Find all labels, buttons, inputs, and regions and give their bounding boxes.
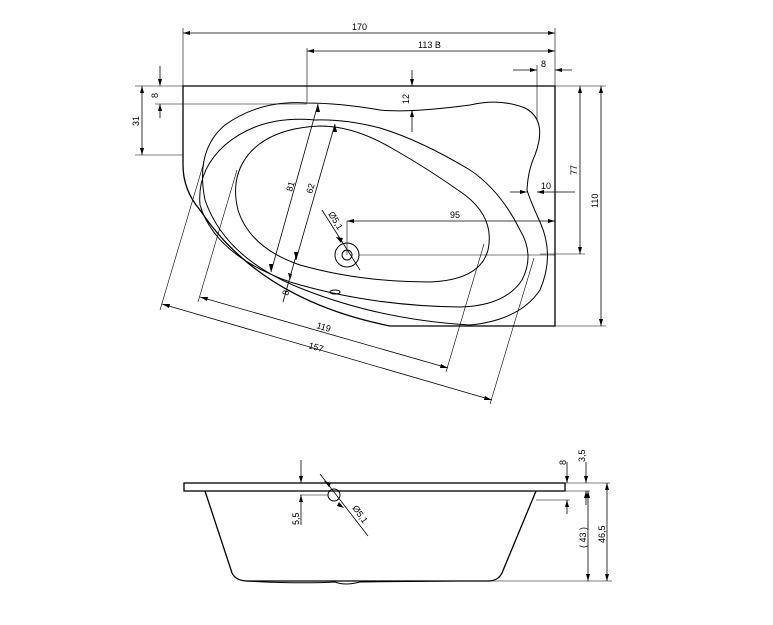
dim-label-95: 95 <box>450 210 460 220</box>
plan-outer-outline <box>182 85 556 327</box>
plan-basin-inner <box>235 125 490 283</box>
dim-label-section-55: 5,5 <box>291 512 301 525</box>
plan-view: 170 113 B 8 8 31 12 <box>131 22 606 405</box>
section-view: 8 3,5 ( 43 ) 46,5 5,5 Ø5,1 <box>183 449 612 585</box>
dim-label-section-43: ( 43 ) <box>578 527 588 548</box>
dim-label-10: 10 <box>541 181 551 191</box>
dim-label-8-right: 8 <box>541 59 546 69</box>
plan-overflow-mark <box>329 289 341 295</box>
section-shell <box>204 490 537 582</box>
dim-label-section-dia: Ø5,1 <box>350 503 369 525</box>
dim-label-8-left: 8 <box>150 93 160 98</box>
dim-label-113b: 113 B <box>418 40 441 50</box>
dim-label-157: 157 <box>307 340 324 354</box>
dim-label-119: 119 <box>315 320 332 334</box>
dim-label-81: 81 <box>284 180 296 192</box>
dim-label-12: 12 <box>401 94 411 104</box>
dim-label-section-35: 3,5 <box>577 449 587 462</box>
dim-label-170: 170 <box>352 22 367 32</box>
dim-label-77: 77 <box>569 165 579 175</box>
dim-label-62: 62 <box>304 182 316 194</box>
dim-label-section-8: 8 <box>558 460 568 465</box>
section-rim <box>183 482 566 492</box>
dim-label-section-465: 46,5 <box>597 525 607 543</box>
plan-basin-outer <box>199 118 529 308</box>
dim-label-31: 31 <box>131 116 141 126</box>
dim-label-110: 110 <box>590 194 600 208</box>
plan-rim-outline <box>202 101 548 326</box>
section-bottom <box>244 580 461 585</box>
dim-label-8-bottom: 8 <box>280 289 291 297</box>
